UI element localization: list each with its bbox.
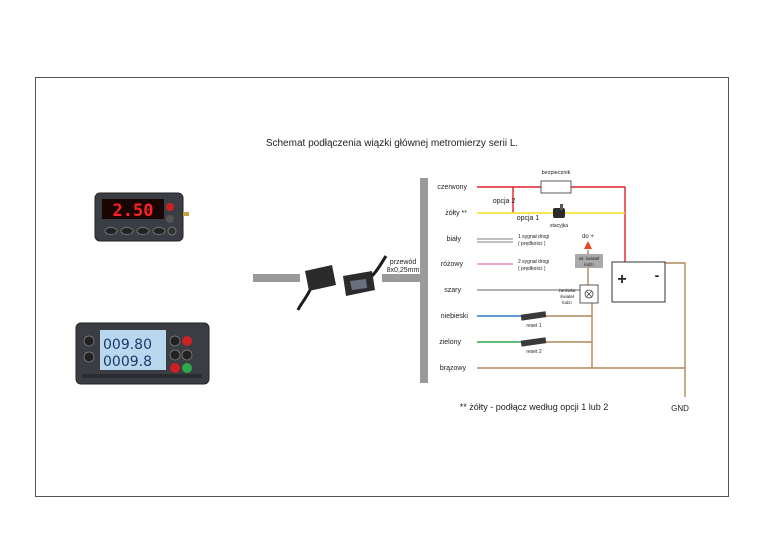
battery-minus-label: - bbox=[655, 267, 660, 283]
fuse-symbol bbox=[540, 180, 572, 194]
signal1-label-line2: ( prędkości ) bbox=[518, 241, 546, 247]
boat-light-label-line2: łodzi bbox=[584, 262, 593, 267]
bulb-label-line1: żarówka bbox=[559, 288, 576, 293]
cable-label-line1: przewód bbox=[390, 259, 417, 266]
lcd-line2: 0009.8 bbox=[103, 354, 152, 370]
signal1-label-line1: 1 sygnał drogi bbox=[518, 234, 549, 240]
footnote: ** żółty - podłącz według opcji 1 lub 2 bbox=[460, 402, 609, 412]
wire-label-green: zielony bbox=[439, 339, 461, 346]
wire-label-brown: brązowy bbox=[440, 365, 467, 372]
battery-symbol bbox=[611, 261, 666, 303]
harness-trunk bbox=[420, 178, 428, 383]
ignition-key-icon bbox=[553, 204, 565, 218]
db9-connector-male bbox=[296, 265, 336, 311]
battery-plus-label: + bbox=[617, 271, 626, 288]
to-plus-label: do + bbox=[582, 234, 594, 240]
wire-label-white: biały bbox=[447, 236, 462, 243]
bulb-label-line2: świateł bbox=[560, 294, 574, 299]
lcd-meter-device: 009.80 0009.8 bbox=[75, 322, 210, 385]
db9-connector-female bbox=[343, 255, 388, 296]
cable-bar-left bbox=[253, 274, 300, 282]
signal2-label-line2: ( prędkości ) bbox=[518, 266, 546, 272]
led-display-value: 2.50 bbox=[113, 201, 154, 221]
reset1-label: reset 1 bbox=[526, 323, 542, 329]
cable-label-line2: 8x0,25mm bbox=[387, 267, 420, 274]
fuse-label: bezpiecznik bbox=[542, 170, 571, 176]
reset2-label: reset 2 bbox=[526, 349, 542, 355]
wire-label-red: czerwony bbox=[437, 184, 467, 191]
bulb-label-line3: łodzi bbox=[562, 300, 571, 305]
gnd-label: GND bbox=[671, 404, 689, 413]
wire-label-pink: różowy bbox=[441, 261, 464, 268]
reset2-button-symbol bbox=[520, 337, 547, 347]
bulb-icon bbox=[584, 289, 594, 299]
signal2-label-line1: 2 sygnał drogi bbox=[518, 259, 549, 265]
option2-label: opcja 2 bbox=[493, 198, 516, 205]
option1-label: opcja 1 bbox=[517, 215, 540, 222]
wire-label-blue: niebieski bbox=[441, 313, 469, 320]
up-arrow-icon bbox=[584, 241, 592, 249]
boat-light-switch bbox=[575, 254, 603, 268]
led-meter-device: 2.50 bbox=[94, 192, 189, 242]
boat-light-label-line1: wł. świateł bbox=[579, 256, 600, 261]
cable-bar-right bbox=[382, 274, 422, 282]
lcd-line1: 009.80 bbox=[103, 337, 152, 353]
wire-label-yellow: żółty ** bbox=[445, 210, 467, 217]
diagram-title: Schemat podłączenia wiązki głównej metro… bbox=[266, 138, 518, 149]
wire-label-gray: szary bbox=[444, 287, 461, 294]
ignition-label: stacyjka bbox=[550, 223, 568, 229]
reset1-button-symbol bbox=[520, 311, 547, 321]
